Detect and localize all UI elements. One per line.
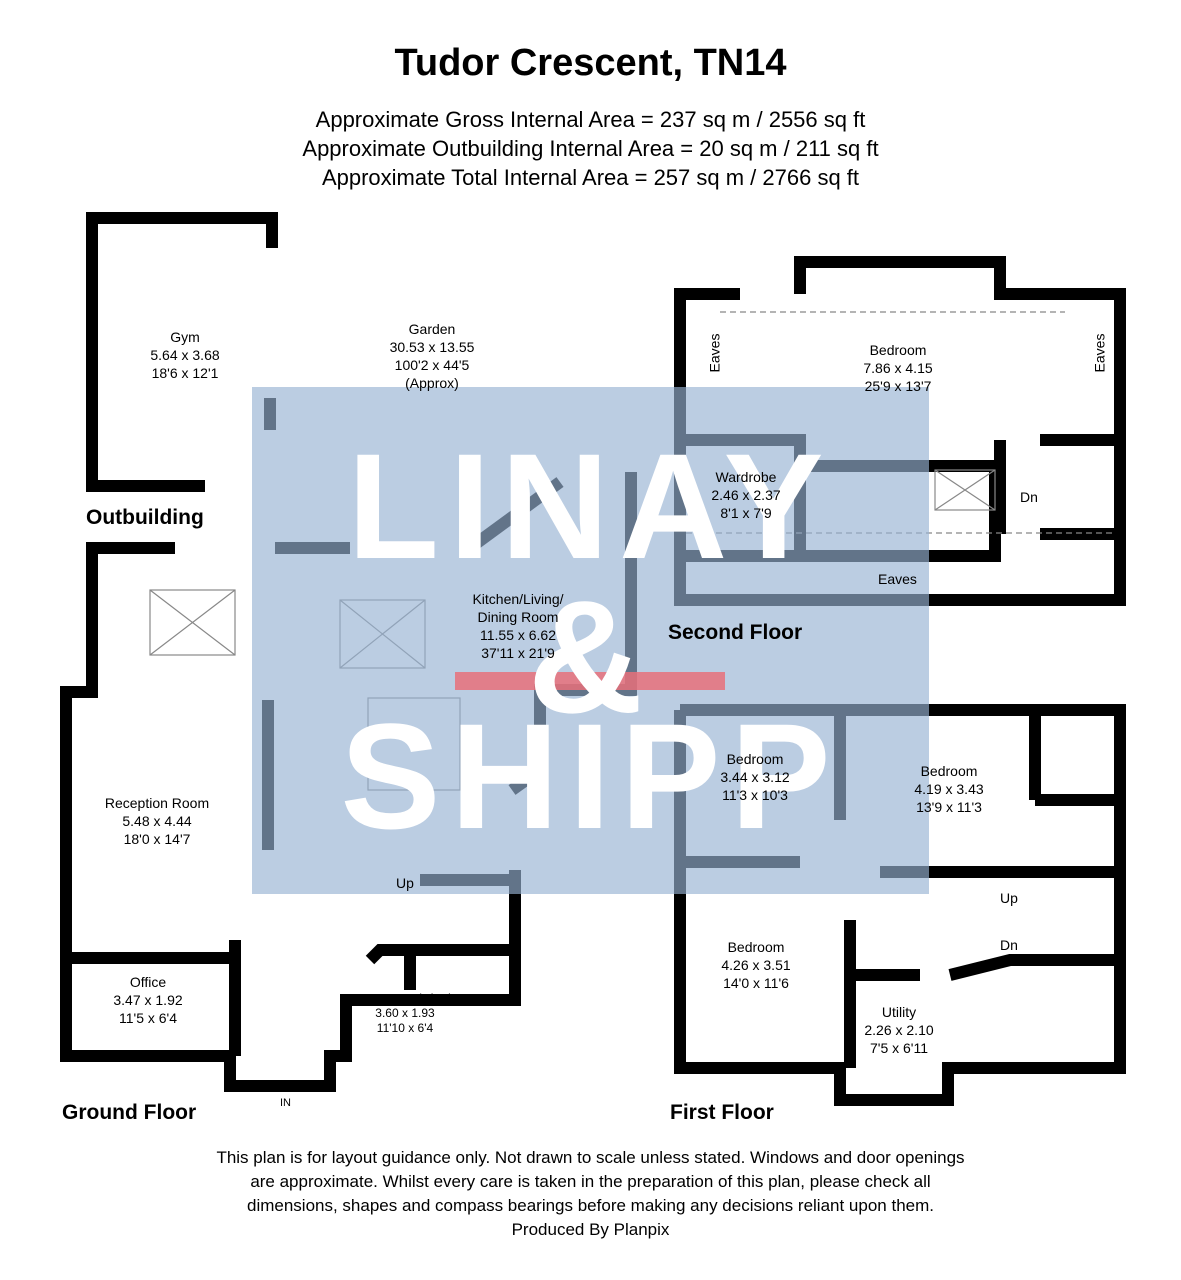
room-imperial: 14'0 x 11'6 [723,975,789,991]
disclaimer-line: This plan is for layout guidance only. N… [216,1148,965,1167]
room-metric: 30.53 x 13.55 [389,339,475,355]
room-metric: 3.60 x 1.93 [375,1006,435,1020]
room-name: Office [129,974,167,990]
room-imperial: 100'2 x 44'5 [394,357,470,373]
room-name: Kitchen/Living/ [472,591,564,607]
disclaimer-line: dimensions, shapes and compass bearings … [246,1196,934,1215]
watermark-box [252,387,929,894]
room-metric: 3.47 x 1.92 [113,992,183,1008]
room-metric: 3.44 x 3.12 [720,769,790,785]
room-imperial: 11'3 x 10'3 [722,787,788,803]
room-name: Bedroom [869,342,927,358]
room-name-2: Dining Room [477,609,559,625]
room-metric: 2.46 x 2.37 [711,487,781,503]
floor-label-second: Second Floor [668,621,803,644]
first-floor-walls [674,704,1126,1106]
room-metric: 5.64 x 3.68 [150,347,220,363]
room-imperial: 7'5 x 6'11 [869,1040,929,1056]
room-name: Wardrobe [715,469,777,485]
outbuilding-area: Approximate Outbuilding Internal Area = … [302,136,879,161]
room-office: Office 3.47 x 1.92 11'5 x 6'4 [113,973,182,1027]
room-imperial: 11'10 x 6'4 [376,1021,434,1035]
floor-label-outbuilding: Outbuilding [86,506,204,529]
room-imperial: 37'11 x 21'9 [481,645,555,661]
room-bedroom-top: Bedroom 7.86 x 4.15 25'9 x 13'7 [863,341,932,395]
plan-title: Tudor Crescent, TN14 [394,42,787,84]
rooflight [149,589,236,656]
room-metric: 4.26 x 3.51 [721,957,791,973]
room-name: Gym [170,329,200,345]
floor-label-ground: Ground Floor [62,1101,197,1124]
room-wardrobe: Wardrobe 2.46 x 2.37 8'1 x 7'9 [711,468,780,522]
room-bedroom-2: Bedroom 4.19 x 3.43 13'9 x 11'3 [914,762,983,816]
stairs-down-second: Dn [1020,489,1038,505]
room-name: Bedroom [726,751,784,767]
room-utility: Utility 2.26 x 2.10 7'5 x 6'11 [864,1003,933,1057]
total-area: Approximate Total Internal Area = 257 sq… [321,165,860,190]
room-metric: 7.86 x 4.15 [863,360,933,376]
stairs-up-first: Up [1000,890,1018,906]
room-gym: Gym 5.64 x 3.68 18'6 x 12'1 [150,328,219,382]
room-name: Reception Room [104,795,210,811]
room-metric: 2.26 x 2.10 [864,1022,934,1038]
watermark-red-bar [455,672,725,690]
stairs-down-first: Dn [1000,937,1018,953]
room-name: Utility [881,1004,917,1020]
entrance-label: IN [280,1097,291,1109]
disclaimer-line: are approximate. Whilst every care is ta… [250,1172,931,1191]
eaves-label-bottom: Eaves [878,571,917,587]
room-bedroom-1: Bedroom 3.44 x 3.12 11'3 x 10'3 [720,750,789,804]
room-imperial: 25'9 x 13'7 [864,378,932,394]
watermark-linay: LINAY [347,422,834,590]
room-metric: 11.55 x 6.62 [479,627,557,643]
room-garden: Garden 30.53 x 13.55 100'2 x 44'5 (Appro… [390,320,475,392]
disclaimer: This plan is for layout guidance only. N… [0,1146,1181,1242]
room-note: (Approx) [405,375,459,391]
eaves-label-left: Eaves [706,333,723,373]
room-imperial: 18'6 x 12'1 [151,365,219,381]
room-imperial: 13'9 x 11'3 [916,799,982,815]
area-summary: Approximate Gross Internal Area = 237 sq… [0,105,1181,192]
room-bedroom-3: Bedroom 4.26 x 3.51 14'0 x 11'6 [721,938,790,992]
room-name: Bedroom [727,939,785,955]
room-boot-room: Boot Room /Cloaks 3.60 x 1.93 11'10 x 6'… [349,991,461,1036]
gross-area: Approximate Gross Internal Area = 237 sq… [315,107,866,132]
room-metric: 4.19 x 3.43 [914,781,984,797]
room-imperial: 18'0 x 14'7 [123,831,191,847]
floor-label-first: First Floor [670,1101,774,1124]
room-reception: Reception Room 5.48 x 4.44 18'0 x 14'7 [105,794,209,848]
room-imperial: 8'1 x 7'9 [720,505,772,521]
outbuilding-walls [86,212,278,492]
room-name: Boot Room /Cloaks [349,991,461,1006]
room-metric: 5.48 x 4.44 [122,813,192,829]
eaves-label-right: Eaves [1091,333,1108,373]
producer-credit: Produced By Planpix [511,1220,670,1239]
watermark-ampersand: & [527,567,654,746]
room-imperial: 11'5 x 6'4 [118,1010,178,1026]
stairs-up-ground: Up [396,875,414,891]
room-name: Bedroom [920,763,978,779]
watermark-shipp: SHIPP [340,692,841,860]
room-name: Garden [408,321,456,337]
room-kitchen: Kitchen/Living/ Dining Room 11.55 x 6.62… [472,590,563,662]
ground-floor-walls [60,542,521,1092]
